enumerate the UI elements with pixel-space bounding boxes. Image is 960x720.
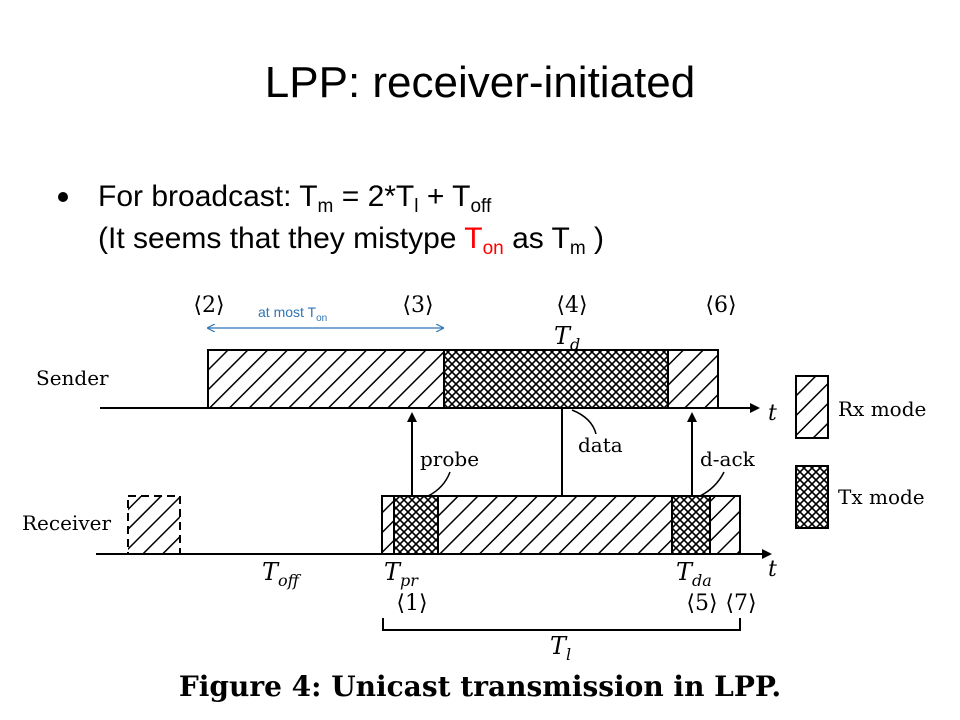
bullet-plus: + T xyxy=(418,180,471,213)
tpr-label: Tpr xyxy=(384,558,419,590)
tm2-sub: m xyxy=(569,238,586,259)
bullet-eq: = 2*T xyxy=(333,180,415,213)
bullet-line2-close: ) xyxy=(585,222,605,255)
tl-sub: l xyxy=(414,196,419,217)
legend-tx-swatch xyxy=(795,465,829,529)
receiver-t-label: t xyxy=(768,557,777,582)
toff-label: Toff xyxy=(262,558,302,590)
bullet-line2-as: as T xyxy=(503,222,570,255)
ton-red: Ton xyxy=(464,222,503,258)
receiver-probe-tx xyxy=(393,495,439,555)
bullet-line-2: (It seems that they mistype Ton as Tm ) xyxy=(98,218,938,260)
probe-pointer xyxy=(427,471,451,497)
sender-tx-block xyxy=(443,349,669,409)
figure-caption: Figure 4: Unicast transmission in LPP. xyxy=(178,670,782,703)
bullet-line2-a: (It seems that they mistype xyxy=(98,222,465,255)
bullet-dot xyxy=(58,192,68,202)
receiver-dack-tx xyxy=(671,495,711,555)
label-4: ⟨4⟩ xyxy=(556,293,587,318)
data-pointer xyxy=(571,409,597,435)
receiver-rx-block xyxy=(437,495,673,555)
sender-rx-block-2 xyxy=(667,349,719,409)
sender-rx-block-1 xyxy=(207,349,445,409)
tm-T: T xyxy=(299,180,318,213)
data-label: data xyxy=(578,433,623,457)
receiver-rx-lead xyxy=(381,495,395,555)
legend-rx-label: Rx mode xyxy=(838,397,926,421)
dack-label: d-ack xyxy=(700,447,756,471)
lpp-diagram: ⟨2⟩ ⟨3⟩ ⟨4⟩ ⟨6⟩ at most Ton Td Sender t … xyxy=(22,293,926,664)
probe-label: probe xyxy=(420,447,479,471)
label-6: ⟨6⟩ xyxy=(705,293,736,318)
label-5: ⟨5⟩ xyxy=(686,591,717,616)
label-2: ⟨2⟩ xyxy=(193,293,224,318)
label-7: ⟨7⟩ xyxy=(725,591,756,616)
label-1: ⟨1⟩ xyxy=(396,591,427,616)
ton-sub: on xyxy=(482,238,504,259)
sender-label: Sender xyxy=(36,366,109,390)
td-label: Td xyxy=(554,322,580,354)
receiver-rx-previous xyxy=(127,495,181,555)
receiver-label: Receiver xyxy=(22,511,111,535)
slide-title: LPP: receiver-initiated xyxy=(264,58,696,107)
ton-T: T xyxy=(464,222,483,255)
bullet-text: For broadcast: Tm = 2*Tl + Toff (It seem… xyxy=(98,176,938,260)
label-3: ⟨3⟩ xyxy=(402,293,433,318)
bullet-prefix: For broadcast: xyxy=(98,180,300,213)
legend-rx-swatch xyxy=(795,375,829,439)
tl-bracket xyxy=(382,618,741,631)
dack-pointer xyxy=(699,471,725,497)
sender-t-label: t xyxy=(768,401,777,426)
receiver-rx-tail xyxy=(709,495,741,555)
bullet-line-1: For broadcast: Tm = 2*Tl + Toff xyxy=(98,176,938,218)
tl-label: Tl xyxy=(550,632,571,664)
tda-label: Tda xyxy=(676,558,712,590)
at-most-ton-label: at most Ton xyxy=(258,304,327,324)
legend-tx-label: Tx mode xyxy=(838,485,925,509)
toff-sub: off xyxy=(470,196,492,217)
tm-sub: m xyxy=(317,196,334,217)
